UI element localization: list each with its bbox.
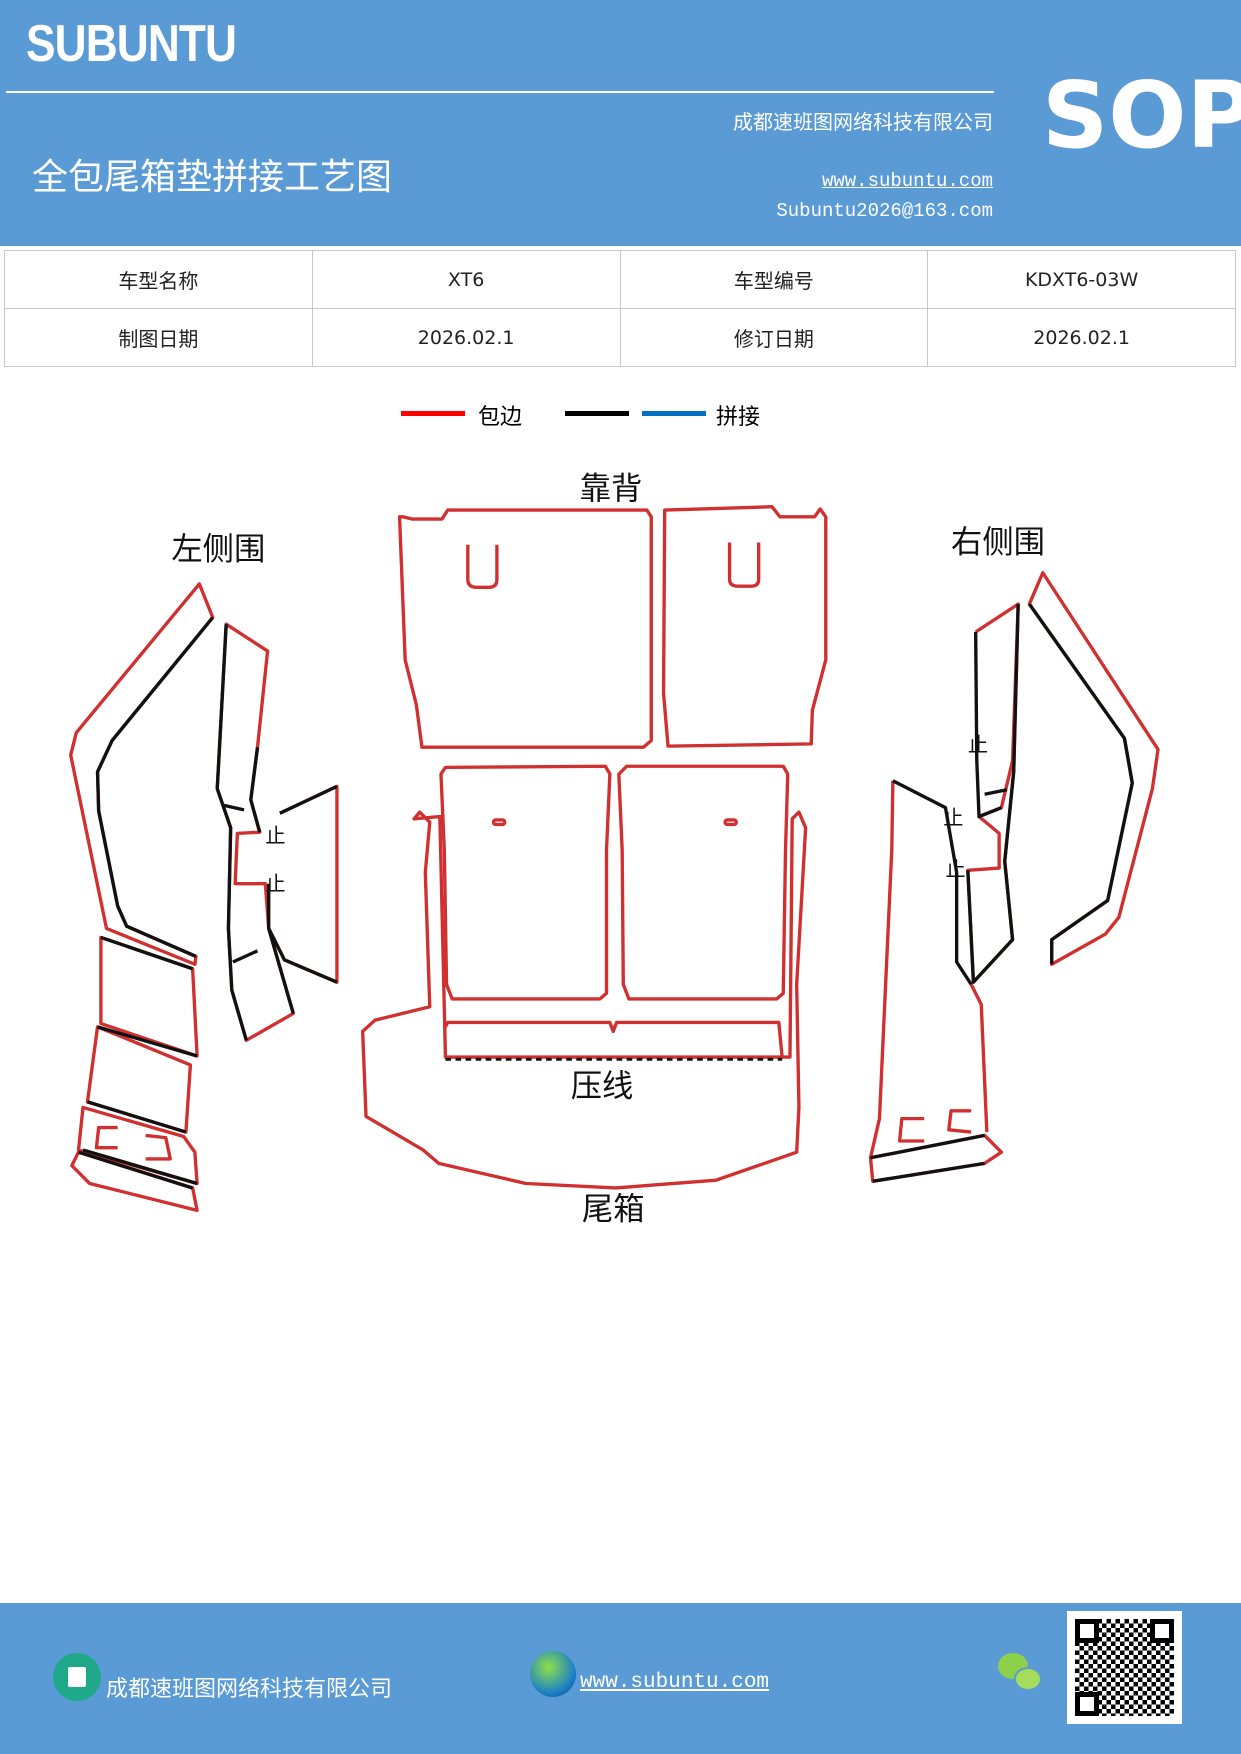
backrest-right: [661, 505, 828, 748]
label-cell: 车型编号: [619, 250, 929, 309]
info-table: 车型名称 XT6 车型编号 KDXT6-03W 制图日期 2026.02.1 修…: [4, 250, 1236, 367]
value-cell: KDXT6-03W: [927, 250, 1236, 309]
left-panel-4: [70, 1150, 199, 1213]
stop-mark: 止: [945, 857, 965, 881]
sop-badge: SOP: [1042, 62, 1241, 169]
left-slot-b: [145, 1133, 172, 1161]
seat-right-slot: [723, 818, 738, 827]
seam: [870, 779, 985, 1183]
footer-website-link[interactable]: www.subuntu.com: [580, 1671, 770, 1694]
table-row: 车型名称 XT6 车型编号 KDXT6-03W: [4, 250, 1236, 309]
globe-icon: [530, 1651, 576, 1697]
company-name: 成都速班图网络科技有限公司: [733, 110, 993, 134]
seam: [966, 604, 1020, 984]
stop-mark: 止: [265, 871, 285, 895]
legend-swatch-red: [401, 411, 465, 416]
label-right-side: 右侧围: [951, 525, 1045, 561]
label-backrest: 靠背: [580, 471, 643, 507]
header: SUBUNTU 成都速班图网络科技有限公司 SOP 全包尾箱垫拼接工艺图 www…: [0, 0, 1241, 246]
legend-swatch-black: [565, 411, 629, 416]
seam: [1027, 603, 1134, 965]
qr-code: [1067, 1611, 1182, 1724]
stop-mark: 止: [968, 733, 988, 757]
email: Subuntu2026@163.com: [776, 200, 993, 222]
label-cell: 修订日期: [619, 308, 929, 367]
right-slot-a: [897, 1116, 925, 1143]
logo: SUBUNTU: [26, 15, 237, 73]
stop-mark: 止: [265, 823, 285, 847]
footer-company: 成都速班图网络科技有限公司: [106, 1677, 393, 1702]
label-trunk: 尾箱: [582, 1191, 645, 1227]
right-slot-b: [947, 1109, 972, 1134]
wechat-icon: [998, 1653, 1044, 1693]
seam: [215, 624, 248, 1041]
label-press-line: 压线: [571, 1068, 634, 1104]
seat-right: [617, 764, 790, 1001]
legend: 包边 拼接: [0, 405, 1241, 435]
website-link[interactable]: www.subuntu.com: [821, 170, 993, 192]
footer: 成都速班图网络科技有限公司 www.subuntu.com: [0, 1603, 1241, 1754]
legend-swatch-blue: [642, 411, 706, 416]
legend-label: 拼接: [716, 405, 761, 430]
seat-left-slot: [491, 818, 507, 827]
seam: [78, 935, 198, 1190]
left-panel-3: [76, 1105, 199, 1186]
value-cell: XT6: [311, 250, 621, 309]
seam: [95, 616, 215, 958]
trunk-panel: [443, 1020, 784, 1058]
backrest-left-slot: [466, 544, 499, 589]
divider: [6, 91, 994, 93]
table-row: 制图日期 2026.02.1 修订日期 2026.02.1: [4, 308, 1236, 367]
label-left-side: 左侧围: [171, 531, 265, 567]
backrest-left: [397, 508, 653, 749]
seam: [223, 747, 338, 1014]
value-cell: 2026.02.1: [927, 308, 1236, 367]
left-slot-a: [94, 1125, 118, 1150]
backrest-right-slot: [727, 542, 761, 588]
legend-label: 包边: [478, 405, 523, 430]
right-side-lower: [868, 780, 1004, 1183]
trunk: [360, 810, 808, 1190]
label-cell: 制图日期: [4, 308, 313, 367]
value-cell: 2026.02.1: [311, 308, 621, 367]
building-icon: [53, 1653, 101, 1701]
seat-left: [439, 764, 612, 1001]
stop-mark: 止: [943, 805, 963, 829]
page-title: 全包尾箱垫拼接工艺图: [32, 157, 393, 198]
label-cell: 车型名称: [4, 250, 313, 309]
